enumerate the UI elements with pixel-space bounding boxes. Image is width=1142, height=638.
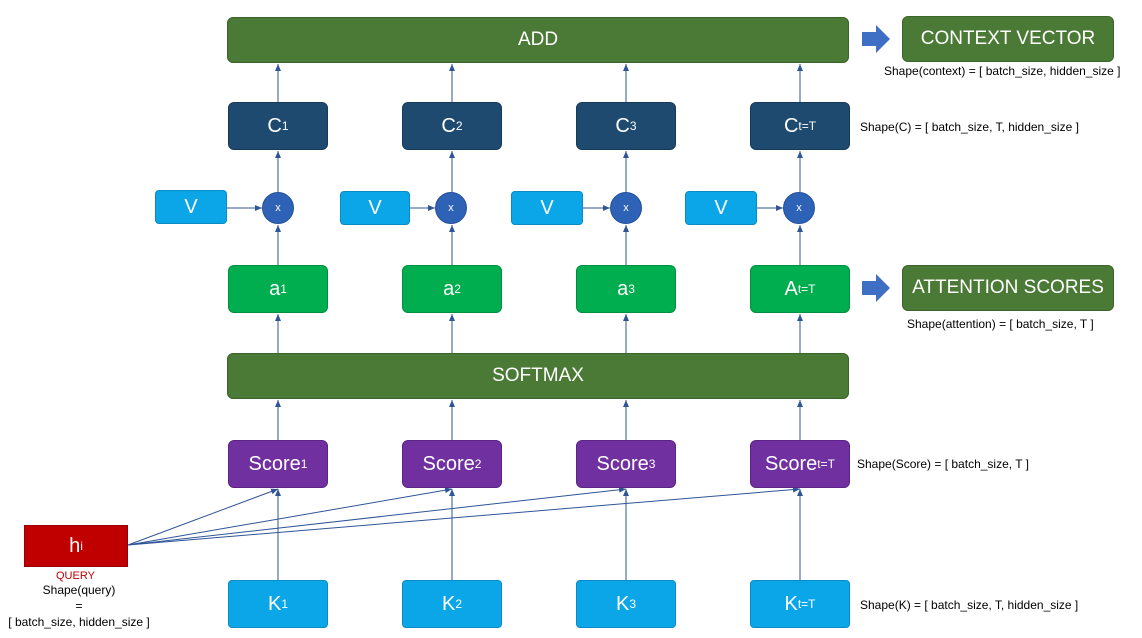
c-subscript: 3	[629, 119, 637, 133]
score-label: Score	[596, 452, 649, 475]
query-to-score-wire	[127, 488, 279, 546]
a-label: a	[617, 277, 629, 300]
c-label: C	[441, 114, 456, 137]
query-to-score-wire	[127, 486, 801, 546]
k-label: K	[784, 592, 798, 615]
a-subscript: 3	[628, 282, 635, 296]
query-to-score-wire	[127, 487, 453, 546]
a-label: a	[443, 277, 455, 300]
v-cell-1: V	[155, 190, 227, 224]
score-subscript: 3	[648, 457, 656, 471]
add-label: ADD	[517, 29, 559, 50]
multiply-label: x	[448, 202, 454, 214]
attention-scores-block: ATTENTION SCORES	[902, 265, 1114, 311]
attention-scores-label: ATTENTION SCORES	[912, 277, 1104, 298]
query-h-label: h	[69, 534, 81, 557]
c-subscript: 2	[455, 119, 463, 133]
k-subscript: 1	[281, 597, 289, 611]
score-label: Score	[765, 452, 818, 475]
v-label: V	[184, 195, 198, 218]
k-label: K	[615, 592, 630, 615]
v-label: V	[540, 196, 554, 219]
v-label: V	[368, 196, 382, 219]
multiply-label: x	[623, 202, 629, 214]
query-shape-note: Shape(query) = [ batch_size, hidden_size…	[2, 582, 156, 630]
multiply-label: x	[275, 202, 281, 214]
a-subscript: 1	[280, 282, 287, 296]
context-vector-label: CONTEXT VECTOR	[920, 28, 1096, 49]
v-label: V	[714, 196, 728, 219]
multiply-node-3: x	[610, 192, 642, 224]
v-cell-2: V	[340, 191, 410, 225]
score-subscript: 1	[300, 457, 308, 471]
query-to-score-wire	[127, 486, 627, 546]
k-subscript: 2	[455, 597, 463, 611]
multiply-label: x	[796, 202, 802, 214]
context-vector-block: CONTEXT VECTOR	[902, 16, 1114, 62]
k-shape-note: Shape(K) = [ batch_size, T, hidden_size …	[860, 598, 1079, 612]
v-cell-3: V	[511, 191, 583, 225]
score-label: Score	[422, 452, 475, 475]
k-subscript: 3	[629, 597, 637, 611]
c-label: C	[267, 114, 282, 137]
c-label: C	[783, 114, 799, 137]
v-cell-4: V	[685, 191, 757, 225]
k-label: K	[441, 592, 456, 615]
query-h-subscript: i	[80, 539, 83, 553]
c-subscript: t=T	[798, 119, 817, 133]
add-block: ADD	[227, 17, 849, 63]
c-shape-note: Shape(C) = [ batch_size, T, hidden_size …	[860, 120, 1079, 134]
a-subscript: 2	[454, 282, 461, 296]
score-label: Score	[248, 452, 301, 475]
softmax-label: SOFTMAX	[492, 365, 584, 386]
multiply-node-4: x	[783, 192, 815, 224]
context-arrow-icon	[862, 25, 890, 53]
score-subscript: t=T	[817, 457, 835, 471]
score-shape-note: Shape(Score) = [ batch_size, T ]	[857, 457, 1029, 471]
c-label: C	[615, 114, 630, 137]
attention-shape-note: Shape(attention) = [ batch_size, T ]	[907, 317, 1094, 331]
context-shape-note: Shape(context) = [ batch_size, hidden_si…	[884, 64, 1121, 78]
query-shape-line-2: =	[75, 599, 83, 613]
attention-arrow-icon	[862, 274, 890, 302]
multiply-node-1: x	[262, 192, 294, 224]
a-label: A	[784, 277, 798, 300]
a-subscript: t=T	[797, 282, 816, 296]
query-label: QUERY	[56, 570, 95, 582]
c-subscript: 1	[281, 119, 289, 133]
k-label: K	[267, 592, 282, 615]
k-subscript: t=T	[797, 597, 816, 611]
query-shape-line-1: Shape(query)	[42, 583, 116, 597]
a-label: a	[269, 277, 281, 300]
score-subscript: 2	[474, 457, 482, 471]
softmax-block: SOFTMAX	[227, 353, 849, 399]
query-shape-line-3: [ batch_size, hidden_size ]	[8, 615, 150, 629]
multiply-node-2: x	[435, 192, 467, 224]
